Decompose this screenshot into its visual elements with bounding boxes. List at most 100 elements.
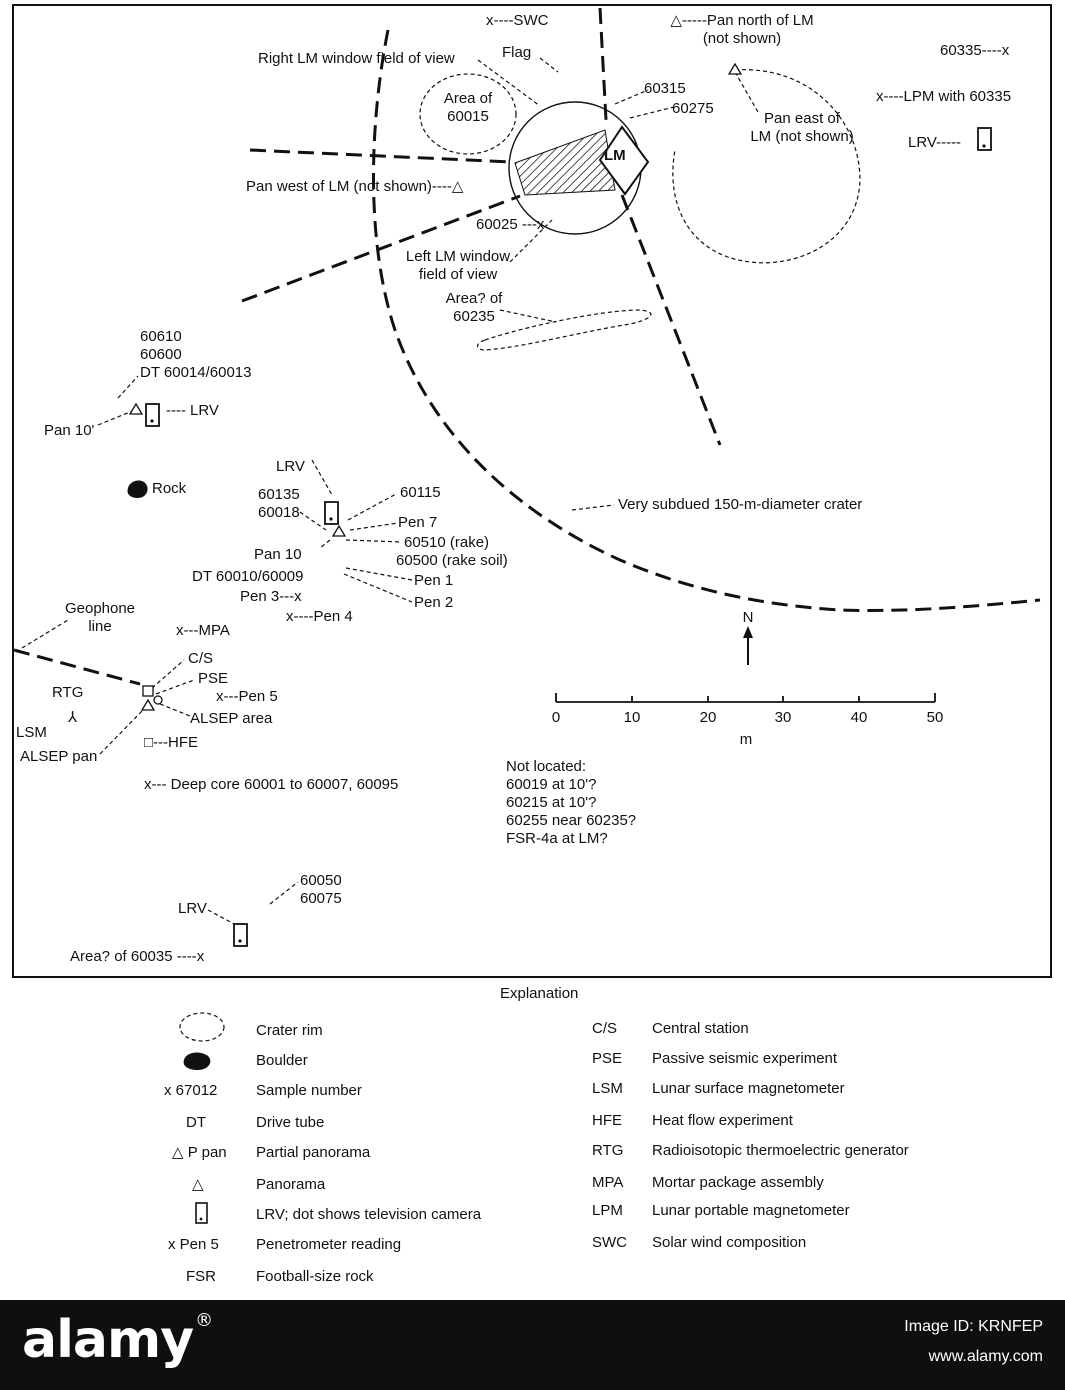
lrv-center-label: LRV bbox=[276, 458, 305, 475]
cs-label: C/S bbox=[188, 650, 214, 667]
legend-sample-symbol: x 67012 bbox=[164, 1082, 218, 1099]
scale-tick-50: 50 bbox=[927, 709, 944, 726]
leader-lrv-s bbox=[207, 909, 239, 927]
legend-drive-tube: Drive tube bbox=[256, 1114, 325, 1131]
heavy-line-southwest bbox=[241, 194, 521, 303]
pse-symbol bbox=[153, 695, 163, 705]
pse-label: PSE bbox=[198, 670, 229, 687]
leader-pse bbox=[155, 679, 195, 695]
legend-partial-pan-symbol: △ P pan bbox=[172, 1144, 227, 1161]
pen-4-label: x----Pen 4 bbox=[286, 608, 353, 625]
heavy-line-west bbox=[249, 148, 513, 164]
lsm-symbol: ⅄ bbox=[67, 709, 78, 726]
map-sheet: ⅄ 0 10 20 30 40 50 m N LM x----SWC bbox=[12, 4, 1052, 1285]
legend-heat-flow: Heat flow experiment bbox=[652, 1112, 793, 1129]
pen-2-label: Pen 2 bbox=[414, 594, 454, 611]
leader-60135 bbox=[299, 511, 327, 531]
sample-60135-label: 60135 60018 bbox=[258, 486, 300, 521]
legend-penetrometer: Penetrometer reading bbox=[256, 1236, 402, 1253]
pan-triangle-10p bbox=[128, 402, 144, 415]
pen-3-label: Pen 3---x bbox=[240, 588, 302, 605]
watermark-footer: alamy® Image ID: KRNFEP www.alamy.com bbox=[0, 1300, 1065, 1390]
rock-symbol bbox=[127, 480, 148, 498]
swc-label: x----SWC bbox=[486, 12, 549, 29]
map-frame bbox=[12, 4, 1052, 978]
leader-pen2 bbox=[343, 573, 413, 603]
leader-pan10p bbox=[97, 409, 136, 426]
legend-lrv: LRV; dot shows television camera bbox=[256, 1206, 482, 1223]
legend-partial-panorama: Partial panorama bbox=[256, 1144, 371, 1161]
legend-panorama-symbol: △ bbox=[192, 1176, 204, 1193]
legend-panorama: Panorama bbox=[256, 1176, 326, 1193]
pan-triangle-10 bbox=[331, 524, 347, 537]
pen-1-label: Pen 1 bbox=[414, 572, 454, 589]
pan-10-label: Pan 10 bbox=[254, 546, 302, 563]
legend-magnetometer: Lunar surface magnetometer bbox=[652, 1080, 845, 1097]
leader-cs bbox=[151, 659, 185, 689]
site-url[interactable]: www.alamy.com bbox=[928, 1348, 1043, 1365]
legend-abbr-lpm: LPM bbox=[592, 1202, 623, 1219]
sample-60115-label: 60115 bbox=[400, 484, 441, 501]
leader-rake bbox=[345, 539, 403, 543]
scale-tick-40: 40 bbox=[851, 709, 868, 726]
crater-rim-east bbox=[672, 69, 861, 264]
leader-pan-east bbox=[734, 71, 759, 113]
rake-label: 60510 (rake) bbox=[404, 534, 490, 551]
legend-drive-tube-symbol: DT bbox=[186, 1114, 206, 1131]
legend-crater-rim-icon bbox=[179, 1012, 225, 1042]
area-60235-outline bbox=[476, 309, 652, 351]
hfe-label: □---HFE bbox=[144, 734, 199, 751]
alsep-pan-label: ALSEP pan bbox=[20, 748, 98, 765]
legend-fsr-symbol: FSR bbox=[186, 1268, 216, 1285]
leader-pan10 bbox=[319, 539, 331, 549]
leader-60050 bbox=[269, 881, 299, 905]
scale-bar: 0 10 20 30 40 50 m bbox=[552, 693, 944, 748]
central-station-symbol bbox=[142, 685, 154, 697]
flag-label: Flag bbox=[502, 44, 532, 61]
lrv-w-symbol bbox=[145, 403, 160, 427]
alamy-logo[interactable]: alamy® bbox=[22, 1310, 213, 1370]
pan-north-label: △-----Pan north of LM (not shown) bbox=[670, 12, 814, 47]
scale-tick-0: 0 bbox=[552, 709, 560, 726]
scale-unit: m bbox=[740, 731, 753, 748]
legend-rtg: Radioisotopic thermoelectric generator bbox=[652, 1142, 909, 1159]
area-60015-label: Area of 60015 bbox=[443, 90, 493, 125]
pen-5-label: x---Pen 5 bbox=[216, 688, 278, 705]
pen-7-label: Pen 7 bbox=[398, 514, 438, 531]
leader-60315 bbox=[614, 89, 649, 105]
heavy-line-north bbox=[598, 7, 608, 121]
legend-sample-number: Sample number bbox=[256, 1082, 362, 1099]
sample-60315-label: 60315 bbox=[644, 80, 686, 97]
leader-geophone bbox=[21, 619, 69, 649]
legend-passive-seismic: Passive seismic experiment bbox=[652, 1050, 838, 1067]
pan-triangle-alsep bbox=[140, 698, 156, 711]
legend-abbr-hfe: HFE bbox=[592, 1112, 622, 1129]
sample-60335-label: 60335----x bbox=[940, 42, 1010, 59]
left-window-label: Left LM window field of view bbox=[405, 248, 511, 283]
legend-abbr-swc: SWC bbox=[592, 1234, 627, 1251]
legend-abbr-rtg: RTG bbox=[592, 1142, 624, 1159]
crater-label: Very subdued 150-m-diameter crater bbox=[618, 496, 863, 513]
legend-swc: Solar wind composition bbox=[652, 1234, 807, 1251]
right-window-label: Right LM window field of view bbox=[258, 50, 455, 67]
area-60035-label: Area? of 60035 ----x bbox=[70, 948, 205, 965]
lrv-ne-label: LRV----- bbox=[908, 134, 962, 151]
scale-tick-20: 20 bbox=[700, 709, 717, 726]
geophone-label: Geophone line bbox=[64, 600, 136, 635]
map-drawing: ⅄ 0 10 20 30 40 50 m N bbox=[13, 7, 1041, 1224]
leader-left-window bbox=[509, 219, 553, 263]
image-id: Image ID: KRNFEP bbox=[904, 1318, 1043, 1335]
deep-core-label: x--- Deep core 60001 to 60007, 60095 bbox=[144, 776, 399, 793]
leader-right-window bbox=[477, 59, 541, 107]
lrv-c-symbol bbox=[324, 501, 339, 525]
pan-triangle-north bbox=[727, 62, 743, 75]
legend-central-station: Central station bbox=[652, 1020, 749, 1037]
legend-abbr-cs: C/S bbox=[592, 1020, 618, 1037]
legend-football-rock: Football-size rock bbox=[256, 1268, 374, 1285]
mpa-label: x---MPA bbox=[176, 622, 230, 639]
legend-boulder: Boulder bbox=[256, 1052, 308, 1069]
area-60235-label: Area? of 60235 bbox=[445, 290, 503, 325]
dt-60010-label: DT 60010/60009 bbox=[192, 568, 304, 585]
lrv-s-symbol bbox=[233, 923, 248, 947]
alsep-area-label: ALSEP area bbox=[190, 710, 273, 727]
